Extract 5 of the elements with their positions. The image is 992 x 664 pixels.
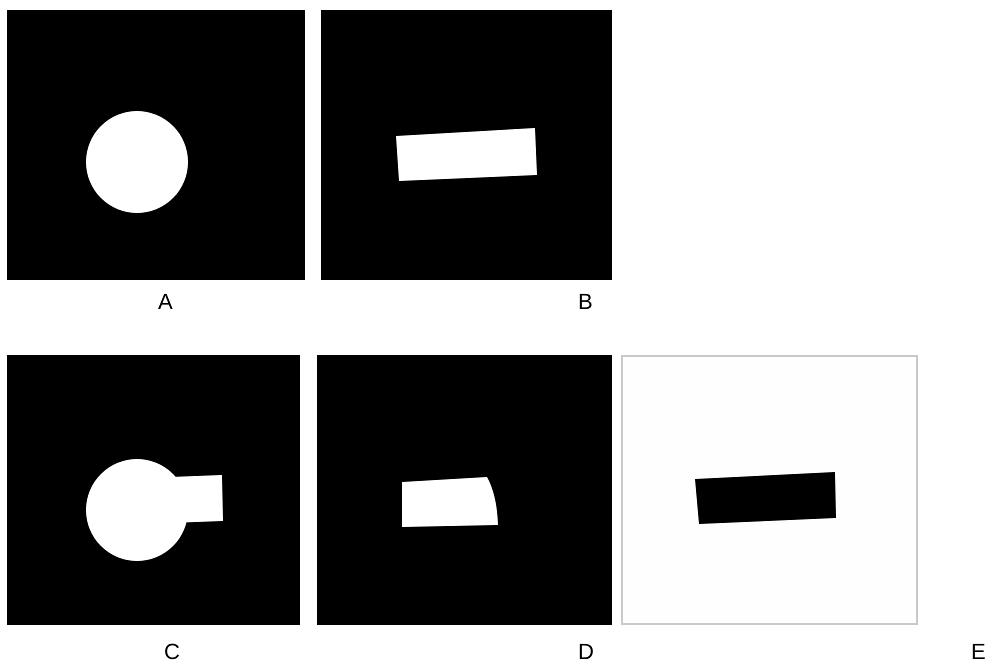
panel-label: C — [164, 640, 180, 664]
panel-label: E — [971, 640, 986, 664]
panel-label: D — [578, 640, 594, 664]
panel-label: B — [578, 290, 593, 314]
panel-label: A — [158, 290, 173, 314]
